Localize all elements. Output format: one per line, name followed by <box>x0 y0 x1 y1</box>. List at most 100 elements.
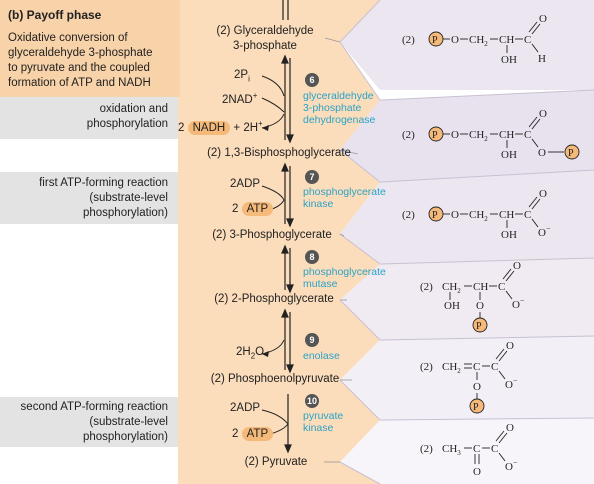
svg-text:CH: CH <box>499 129 514 141</box>
label-second-atp: second ATP-forming reaction (substrate-l… <box>0 397 178 447</box>
reagent-2adp-step7: 2ADP <box>230 178 261 190</box>
svg-text:C: C <box>524 34 531 46</box>
svg-text:O: O <box>506 340 514 352</box>
svg-text:CH: CH <box>499 209 514 221</box>
svg-text:CH2: CH2 <box>469 34 488 48</box>
reagent-2h2o: 2H2O <box>236 346 265 361</box>
svg-text:C: C <box>498 281 505 293</box>
structure-3-phosphoglycerate: (2) P O CH2 CH C OH O O− <box>402 188 551 241</box>
label-oxidation: oxidation and phosphorylation <box>0 97 178 139</box>
svg-text:OH: OH <box>501 229 517 241</box>
svg-text:H: H <box>538 53 546 65</box>
svg-text:O: O <box>451 209 459 221</box>
phase-description: Oxidative conversion of glyceraldehyde 3… <box>8 32 153 89</box>
svg-text:P: P <box>432 35 438 46</box>
svg-text:O−: O− <box>538 224 551 239</box>
structure-panel-1 <box>340 0 594 90</box>
svg-text:(2): (2) <box>420 281 433 293</box>
structure-panel-6 <box>340 418 594 484</box>
enzyme-phosphoglycerate-kinase: phosphoglycerate kinase <box>303 186 386 210</box>
step-number-6: 6 <box>305 73 319 87</box>
enzyme-gapdh: glyceraldehyde 3-phosphate dehydrogenase <box>303 90 376 126</box>
svg-text:O: O <box>451 129 459 141</box>
svg-text:O: O <box>539 108 547 120</box>
structure-panel-4 <box>340 258 594 340</box>
svg-text:O: O <box>538 147 546 159</box>
reagent-2adp-step10: 2ADP <box>230 402 261 414</box>
reagent-2atp-step7: 2 ATP <box>232 202 274 216</box>
svg-text:C: C <box>524 129 531 141</box>
svg-text:O−: O− <box>505 376 518 391</box>
enzyme-pyruvate-kinase: pyruvate kinase <box>303 410 344 434</box>
svg-text:P: P <box>476 321 482 332</box>
svg-text:CH2: CH2 <box>442 361 461 375</box>
svg-text:O: O <box>473 466 481 478</box>
atp-highlight: ATP <box>241 202 274 216</box>
svg-text:P: P <box>568 148 574 159</box>
step-number-8: 8 <box>305 250 319 264</box>
svg-text:CH2: CH2 <box>469 129 488 143</box>
svg-text:P: P <box>432 210 438 221</box>
compound-phosphoenolpyruvate: (2) Phosphoenolpyruvate <box>210 373 340 385</box>
svg-text:(2): (2) <box>402 209 415 221</box>
svg-text:O: O <box>476 300 484 312</box>
compound-3-phosphoglycerate: (2) 3-Phosphoglycerate <box>212 229 332 241</box>
compound-pyruvate: (2) Pyruvate <box>244 456 308 468</box>
reagent-2atp-step10: 2 ATP <box>232 427 274 441</box>
svg-text:O: O <box>539 188 547 200</box>
phase-box <box>0 0 180 97</box>
compound-2-phosphoglycerate: (2) 2-Phosphoglycerate <box>214 293 334 305</box>
structure-1-3-bisphosphoglycerate: (2) P O CH2 CH C OH O O P <box>402 108 580 161</box>
atp-highlight: ATP <box>241 427 274 441</box>
svg-text:C: C <box>524 209 531 221</box>
phase-title: (b) Payoff phase <box>8 8 102 22</box>
structure-panel-2 <box>340 90 594 182</box>
svg-text:CH: CH <box>499 34 514 46</box>
structure-phosphoenolpyruvate: (2) CH2 C C O P O O− <box>420 340 518 414</box>
structure-pyruvate: (2) CH3 C C O O O− <box>420 422 518 478</box>
nadh-highlight: NADH <box>187 120 231 135</box>
svg-text:C: C <box>473 361 480 373</box>
enzyme-phosphoglycerate-mutase: phosphoglycerate mutase <box>303 266 386 290</box>
svg-text:O: O <box>513 260 521 272</box>
svg-text:OH: OH <box>501 149 517 161</box>
svg-text:O: O <box>473 381 481 393</box>
structure-panel-5 <box>340 336 594 420</box>
svg-text:O−: O− <box>505 458 518 473</box>
svg-text:CH2: CH2 <box>442 281 461 295</box>
reagent-2nadh: 2 NADH + 2H+ <box>178 119 263 135</box>
svg-text:(2): (2) <box>420 443 433 455</box>
structure-panel-3 <box>340 170 594 264</box>
svg-text:C: C <box>491 361 498 373</box>
pathway-column <box>178 0 380 484</box>
svg-text:CH3: CH3 <box>442 443 461 457</box>
svg-text:O: O <box>451 34 459 46</box>
step-number-10: 10 <box>305 394 319 408</box>
svg-text:C: C <box>473 443 480 455</box>
svg-text:P: P <box>432 130 438 141</box>
svg-text:O−: O− <box>512 296 525 311</box>
svg-text:O: O <box>539 13 547 25</box>
chemical-structures: (2) P O CH2 CH C OH O H (2) P O <box>402 13 580 478</box>
label-first-atp: first ATP-forming reaction (substrate-le… <box>0 172 178 224</box>
reagent-2pi: 2Pi <box>234 69 250 84</box>
compound-glyceraldehyde-3-phosphate: (2) Glyceraldehyde 3-phosphate <box>216 25 314 52</box>
svg-text:(2): (2) <box>402 129 415 141</box>
structure-2-phosphoglycerate: (2) CH2 CH C OH O P O O− <box>420 260 525 333</box>
svg-text:O: O <box>506 422 514 434</box>
step-number-9: 9 <box>305 333 319 347</box>
svg-text:CH2: CH2 <box>469 209 488 223</box>
svg-text:(2): (2) <box>402 34 415 46</box>
svg-text:(2): (2) <box>420 361 433 373</box>
svg-text:C: C <box>491 443 498 455</box>
step-number-7: 7 <box>305 170 319 184</box>
svg-text:P: P <box>473 402 479 413</box>
reagent-2nad: 2NAD+ <box>222 91 258 106</box>
structure-glyceraldehyde-3-phosphate: (2) P O CH2 CH C OH O H <box>402 13 547 66</box>
svg-text:OH: OH <box>501 54 517 66</box>
compound-1-3-bisphosphoglycerate: (2) 1,3-Bisphosphoglycerate <box>207 147 351 159</box>
enzyme-enolase: enolase <box>303 350 340 362</box>
svg-text:OH: OH <box>444 300 460 312</box>
svg-text:CH: CH <box>473 281 488 293</box>
